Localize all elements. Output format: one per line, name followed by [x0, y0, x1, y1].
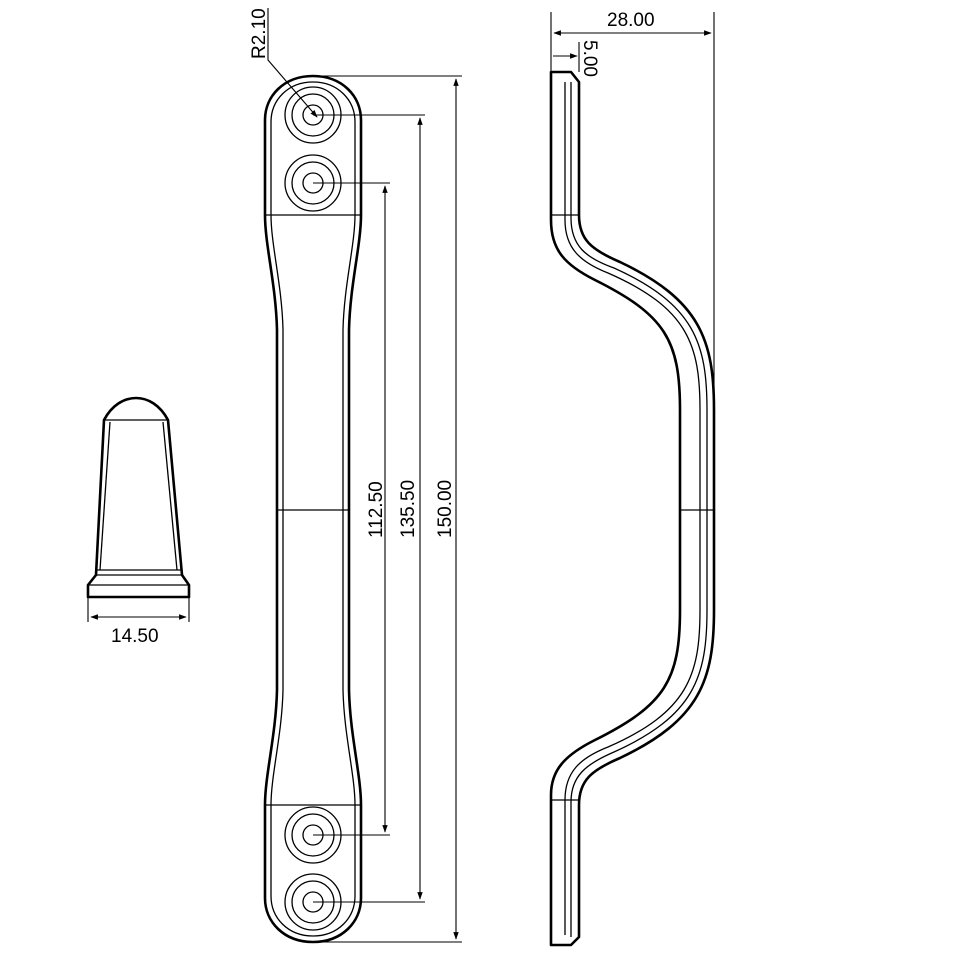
dimension-label-112-50: 112.50: [366, 481, 387, 538]
dimension-5-00: 5.00: [553, 40, 600, 77]
dimension-label-28-00: 28.00: [607, 10, 655, 31]
end-cap-inner-line-right: [162, 421, 178, 571]
dimension-14-50: 14.50: [87, 597, 190, 647]
side-view-outline: [549, 70, 716, 947]
end-cap-outline: [86, 396, 191, 599]
front-view: [263, 74, 363, 944]
front-view-inner-edge: [270, 81, 356, 937]
dimension-135-50: 135.50: [313, 114, 425, 903]
radius-label: R2.10: [249, 8, 270, 59]
dimension-28-00: 28.00: [550, 10, 715, 410]
dimension-150-00: 150.00: [313, 75, 462, 943]
dimension-label-150-00: 150.00: [435, 480, 456, 538]
end-cap-inner-line-left: [99, 421, 111, 571]
dimension-112-50: 112.50: [313, 182, 390, 836]
radius-dimension: R2.10: [249, 8, 318, 118]
front-view-outline: [263, 74, 363, 944]
dimension-label-5-00: 5.00: [579, 40, 600, 77]
end-cap-view: [86, 396, 191, 599]
side-view: [549, 70, 716, 947]
dimension-label-14-50: 14.50: [111, 626, 159, 647]
dimension-label-135-50: 135.50: [398, 480, 419, 538]
